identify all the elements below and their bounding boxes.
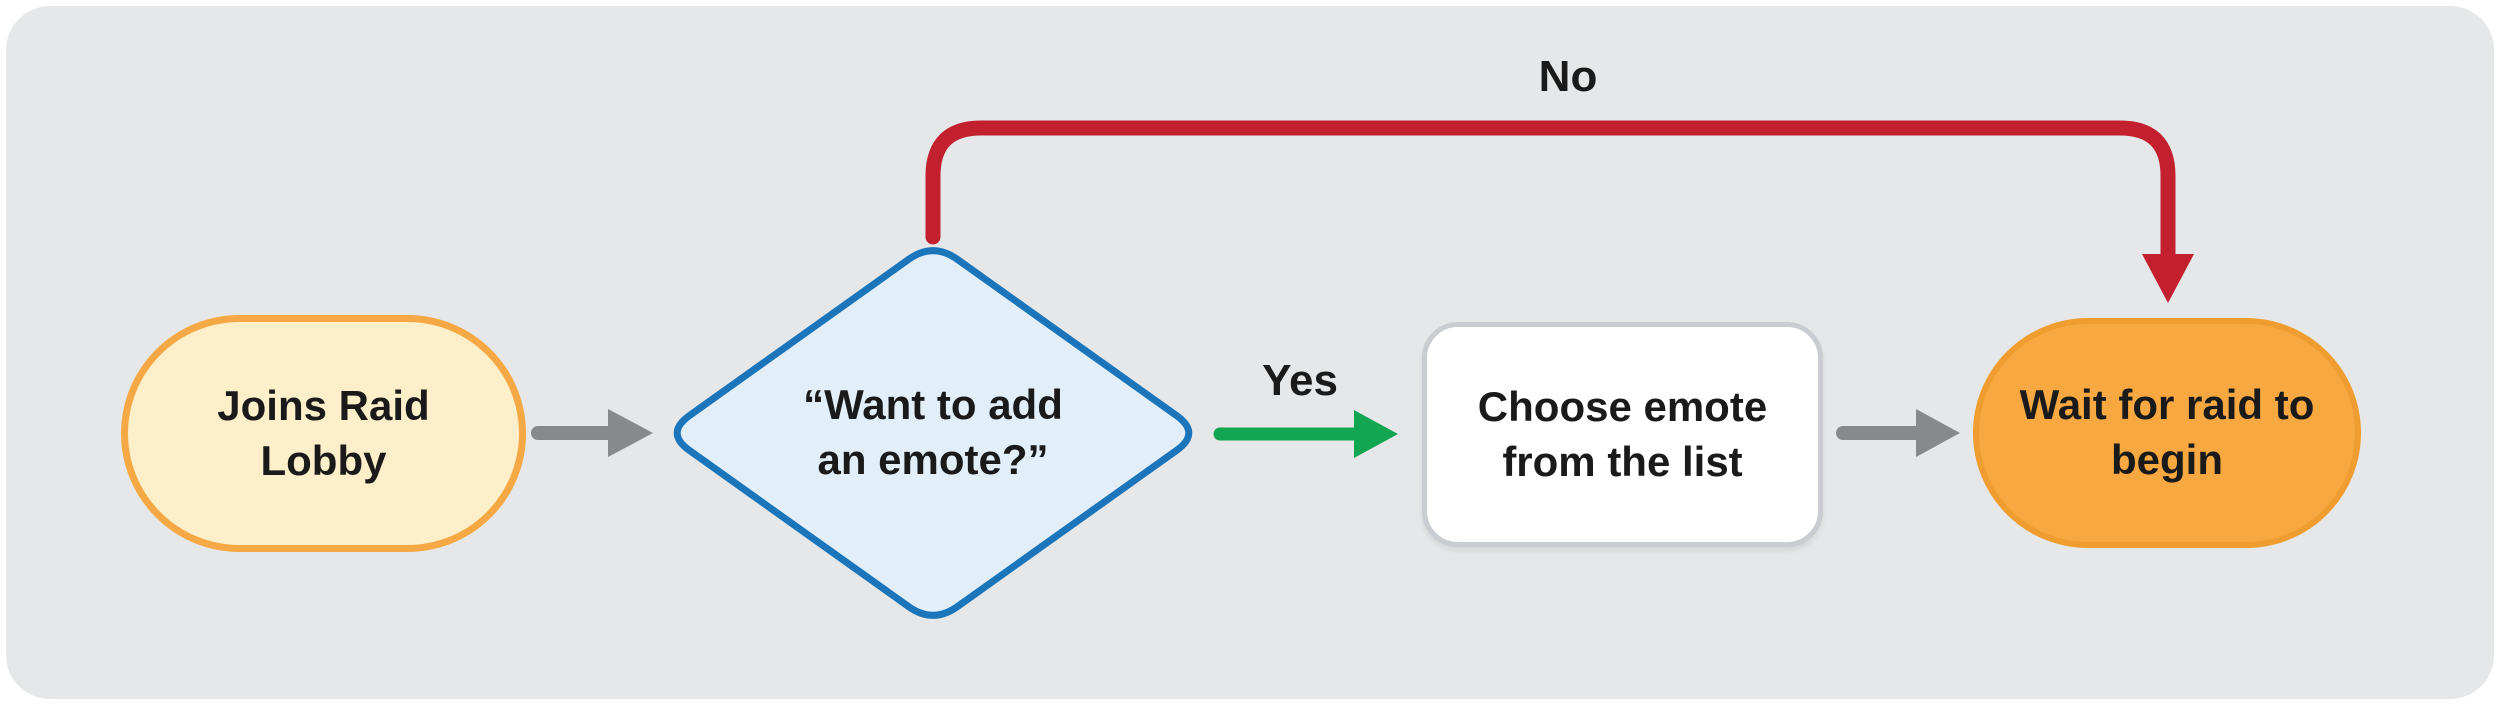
- arrow-start-to-decision-head: [608, 409, 653, 457]
- edge-label-yes: Yes: [1262, 356, 1338, 405]
- edge-label-no: No: [1538, 52, 1598, 101]
- node-decision-want-to-add-emote: “Want to add an emote?”: [803, 381, 1063, 483]
- node-choose-emote-from-list: Choose emote from the list: [1422, 322, 1823, 547]
- arrow-no-head: [2142, 254, 2194, 303]
- arrow-no-path: [925, 120, 2176, 264]
- node-wait-for-raid-to-begin: Wait for raid to begin: [1973, 318, 2361, 548]
- arrow-process-to-end-head: [1916, 409, 1960, 457]
- node-joins-raid-lobby: Joins Raid Lobby: [121, 315, 526, 552]
- decision-diamond-shape: [673, 247, 1193, 619]
- arrow-yes-head: [1354, 410, 1398, 458]
